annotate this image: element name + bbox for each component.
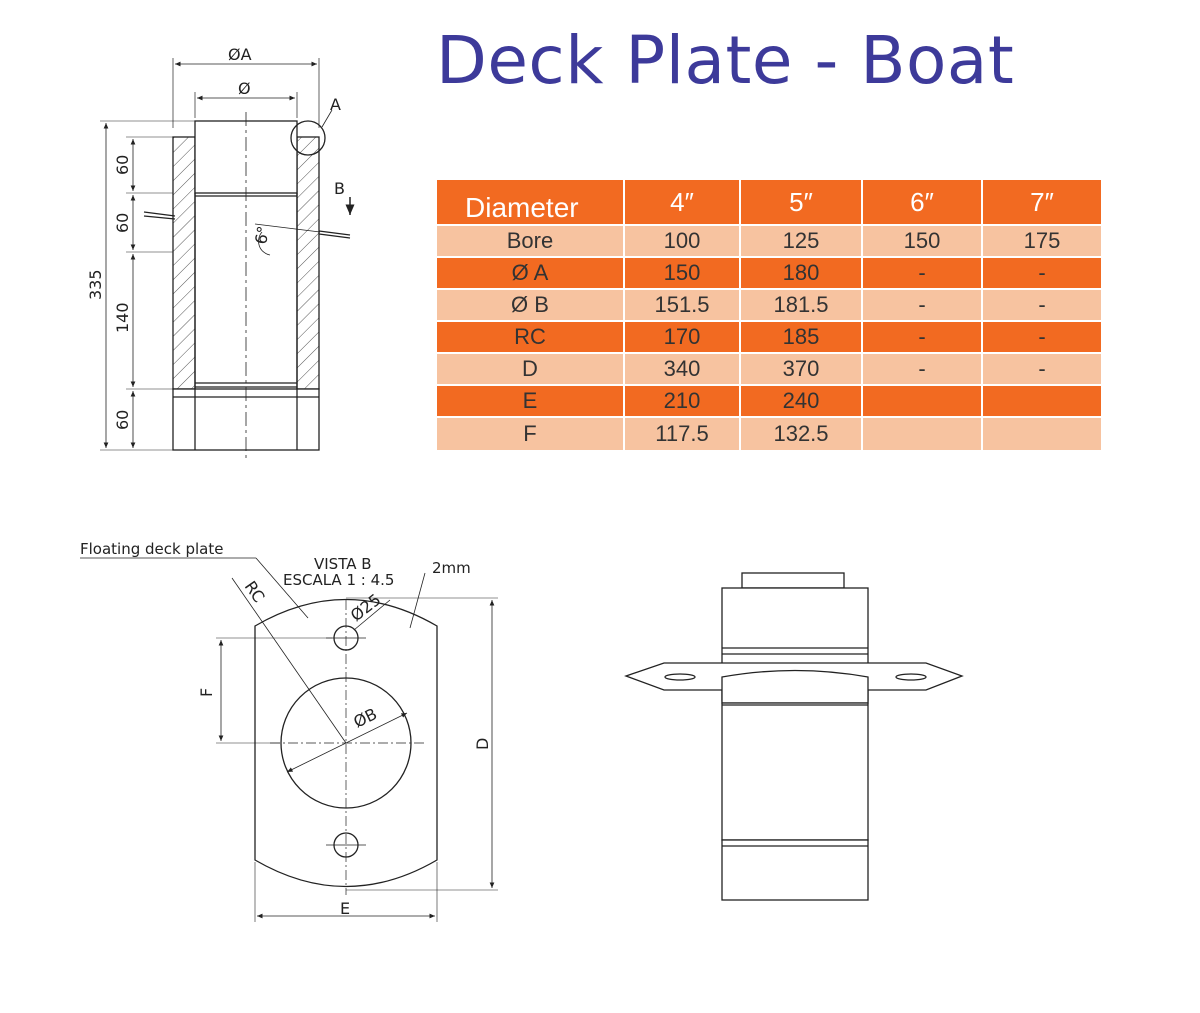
header-cell: Diameter (437, 180, 625, 226)
table-cell: - (983, 258, 1101, 290)
detail-circle (290, 120, 326, 156)
view-scale: ESCALA 1 : 4.5 (283, 571, 394, 589)
table-cell: - (863, 258, 983, 290)
table-cell: - (863, 354, 983, 386)
dim-60-top: 60 (113, 155, 132, 175)
dim-60-mid: 60 (113, 213, 132, 233)
table-row: Ø A 150 180 - - (437, 258, 1101, 290)
dim-total: 335 (86, 269, 105, 300)
table-cell (863, 386, 983, 418)
thickness-label: 2mm (432, 559, 471, 577)
table-row: F 117.5 132.5 (437, 418, 1101, 452)
header-cell: 6″ (863, 180, 983, 226)
dim-d: D (473, 738, 492, 750)
table-cell: 117.5 (625, 418, 741, 452)
dim-e: E (340, 899, 350, 918)
table-cell: 150 (863, 226, 983, 258)
right-wall-section (296, 136, 320, 390)
table-header-row: Diameter 4″ 5″ 6″ 7″ (437, 180, 1101, 226)
dimension-table: Diameter 4″ 5″ 6″ 7″ Bore 100 125 150 17… (437, 180, 1101, 452)
table-cell: 170 (625, 322, 741, 354)
table-cell: - (863, 322, 983, 354)
table-cell: - (983, 322, 1101, 354)
table-cell: 125 (741, 226, 863, 258)
table-cell: 151.5 (625, 290, 741, 322)
table-cell: - (983, 354, 1101, 386)
table-cell: - (983, 290, 1101, 322)
product-illustration (624, 572, 964, 901)
row-label: Ø A (437, 258, 625, 290)
header-cell: 4″ (625, 180, 741, 226)
row-label: E (437, 386, 625, 418)
table-cell (983, 386, 1101, 418)
dim-inner-diameter: Ø (238, 79, 251, 98)
table-cell: 132.5 (741, 418, 863, 452)
table-cell: 185 (741, 322, 863, 354)
row-label: F (437, 418, 625, 452)
dim-f: F (197, 688, 216, 697)
table-cell: 210 (625, 386, 741, 418)
table-row: Ø B 151.5 181.5 - - (437, 290, 1101, 322)
table-cell: - (863, 290, 983, 322)
page-title: Deck Plate - Boat (436, 22, 1015, 99)
row-label: Ø B (437, 290, 625, 322)
row-label: D (437, 354, 625, 386)
table-cell: 175 (983, 226, 1101, 258)
header-cell: 5″ (741, 180, 863, 226)
row-label: Bore (437, 226, 625, 258)
table-cell: 370 (741, 354, 863, 386)
table-cell: 150 (625, 258, 741, 290)
table-cell: 340 (625, 354, 741, 386)
dim-outer-diameter: ØA (228, 45, 252, 64)
plate-view (80, 557, 498, 922)
view-label: B (334, 179, 345, 198)
top-rim (741, 572, 845, 589)
table-cell: 180 (741, 258, 863, 290)
bottom-sleeve (721, 839, 869, 901)
dim-140: 140 (113, 302, 132, 333)
table-cell: 100 (625, 226, 741, 258)
table-cell: 181.5 (741, 290, 863, 322)
table-row: E 210 240 (437, 386, 1101, 418)
detail-label: A (330, 95, 341, 114)
header-cell: 7″ (983, 180, 1101, 226)
table-cell (983, 418, 1101, 452)
callout-floating-plate: Floating deck plate (80, 540, 223, 558)
table-row: D 340 370 - - (437, 354, 1101, 386)
section-view (100, 58, 355, 458)
table-cell: 240 (741, 386, 863, 418)
dim-rc: RC (241, 577, 269, 606)
row-label: RC (437, 322, 625, 354)
pipe-body (721, 702, 869, 841)
table-cell (863, 418, 983, 452)
angle-label: 6° (251, 224, 273, 245)
view-name: VISTA B (314, 555, 372, 573)
dim-60-bottom: 60 (113, 410, 132, 430)
table-row: Bore 100 125 150 175 (437, 226, 1101, 258)
table-row: RC 170 185 - - (437, 322, 1101, 354)
left-wall-section (172, 136, 196, 390)
